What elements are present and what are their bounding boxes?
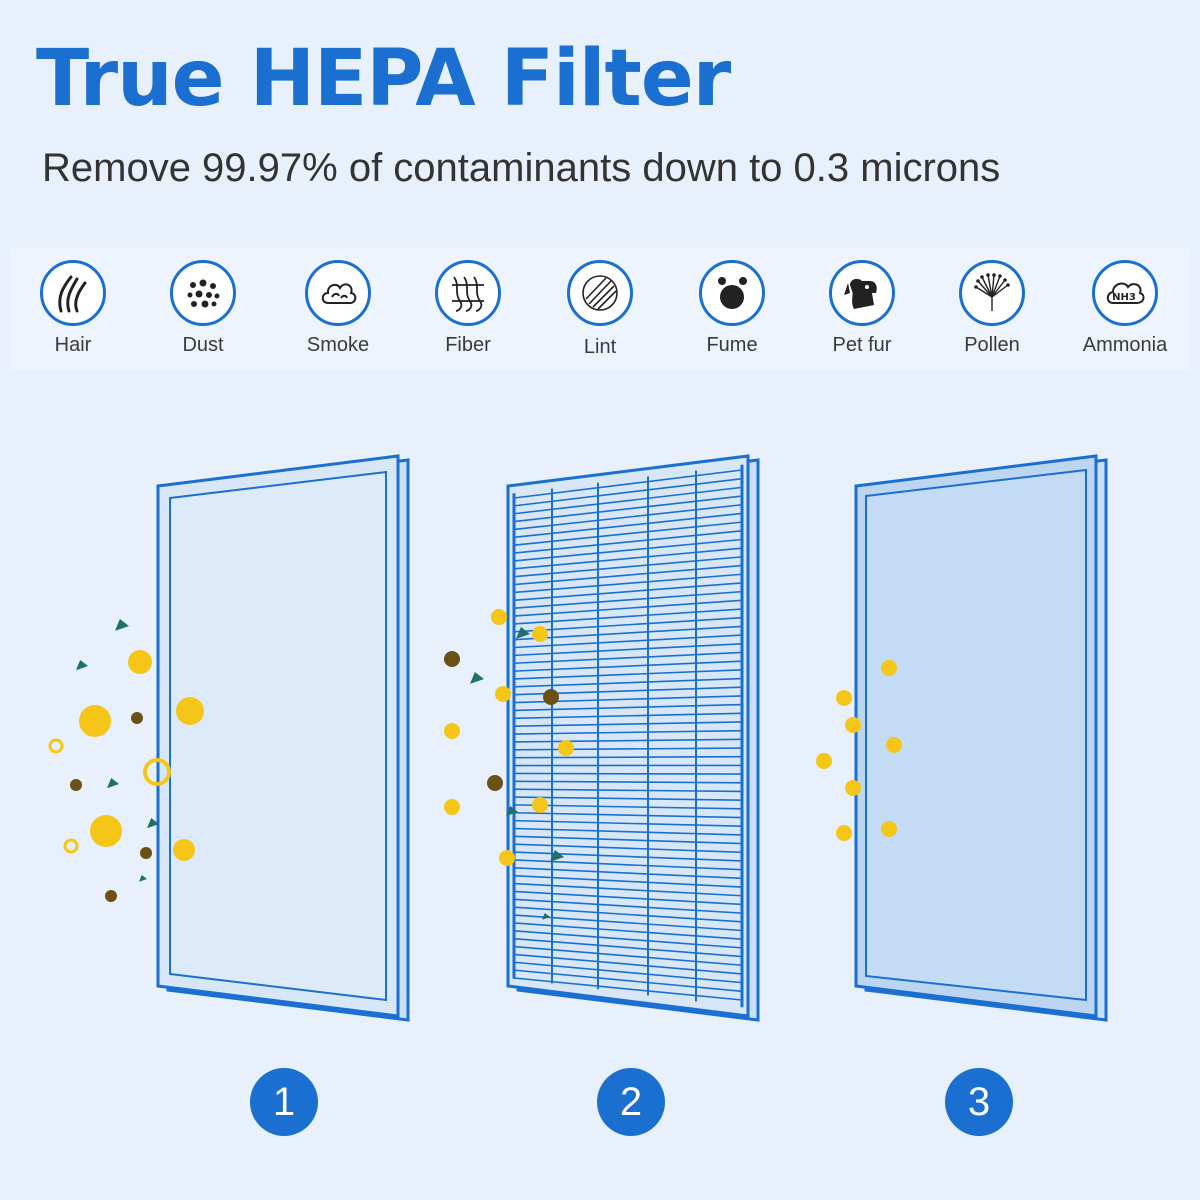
particle <box>76 660 88 671</box>
particle <box>79 705 111 737</box>
particle <box>881 660 897 676</box>
particle <box>550 850 564 862</box>
contaminant-label: Ammonia <box>1082 334 1168 356</box>
contaminant-label: Smoke <box>306 334 370 356</box>
particle <box>147 818 159 829</box>
page-subtitle: Remove 99.97% of contaminants down to 0.… <box>42 146 1001 190</box>
particle <box>139 875 147 882</box>
contaminant-ammonia: NH3 Ammonia <box>1065 260 1185 357</box>
particle <box>143 758 171 786</box>
lint-icon <box>567 260 633 326</box>
fiber-icon <box>435 260 501 326</box>
stage-badge-3: 3 <box>945 1068 1013 1136</box>
filter-panel-3 <box>854 454 1108 1022</box>
filter-panel-2 <box>506 454 760 1022</box>
particle <box>70 779 82 791</box>
smoke-icon <box>305 260 371 326</box>
particle <box>845 717 861 733</box>
fume-icon <box>699 260 765 326</box>
particle <box>491 609 507 625</box>
particle <box>881 821 897 837</box>
contaminant-fiber: Fiber <box>408 260 528 357</box>
ammonia-icon: NH3 <box>1092 260 1158 326</box>
particle <box>140 847 152 859</box>
particle <box>444 799 460 815</box>
contaminant-pollen: Pollen <box>932 260 1052 357</box>
contaminant-lint: Lint <box>540 260 660 359</box>
stage-badge-1: 1 <box>250 1068 318 1136</box>
particle <box>115 619 129 631</box>
contaminant-label: Pet fur <box>832 334 892 356</box>
particle <box>470 672 484 684</box>
particle <box>107 778 119 789</box>
dust-icon <box>170 260 236 326</box>
ammonia-symbol: NH3 <box>1112 292 1136 303</box>
pet-fur-icon <box>829 260 895 326</box>
contaminant-icon-strip: Hair Dust Smoke <box>10 248 1190 370</box>
particle <box>532 626 548 642</box>
contaminant-pet-fur: Pet fur <box>802 260 922 357</box>
particle <box>176 697 204 725</box>
contaminant-dust: Dust <box>143 260 263 357</box>
particle <box>532 797 548 813</box>
particle <box>173 839 195 861</box>
filter-stages-illustration <box>48 454 1108 1022</box>
particle <box>128 650 152 674</box>
particle <box>495 686 511 702</box>
filter-pleats <box>512 464 744 1008</box>
contaminant-label: Hair <box>54 334 92 356</box>
particle <box>444 651 460 667</box>
particle <box>542 913 550 920</box>
particle <box>816 753 832 769</box>
page-title: True HEPA Filter <box>36 34 731 124</box>
hair-icon <box>40 260 106 326</box>
contaminant-label: Pollen <box>964 334 1020 356</box>
particle <box>506 806 518 817</box>
contaminant-label: Fume <box>706 334 758 356</box>
particle <box>836 825 852 841</box>
particle <box>499 850 515 866</box>
stage-badge-2: 2 <box>597 1068 665 1136</box>
pollen-icon <box>959 260 1025 326</box>
particles-group <box>48 609 902 920</box>
particle <box>105 890 117 902</box>
particle <box>48 738 64 754</box>
particle <box>90 815 122 847</box>
contaminant-smoke: Smoke <box>278 260 398 357</box>
particle <box>516 627 530 639</box>
particle <box>131 712 143 724</box>
contaminant-label: Dust <box>182 334 224 356</box>
particle <box>845 780 861 796</box>
particle <box>63 838 79 854</box>
particle <box>836 690 852 706</box>
contaminant-fume: Fume <box>672 260 792 357</box>
particle <box>543 689 559 705</box>
particle <box>886 737 902 753</box>
particle <box>444 723 460 739</box>
contaminant-label: Fiber <box>445 334 491 356</box>
filter-panel-1 <box>156 454 410 1022</box>
particle <box>487 775 503 791</box>
particle <box>558 740 574 756</box>
contaminant-hair: Hair <box>13 260 133 357</box>
contaminant-label: Lint <box>583 336 617 358</box>
